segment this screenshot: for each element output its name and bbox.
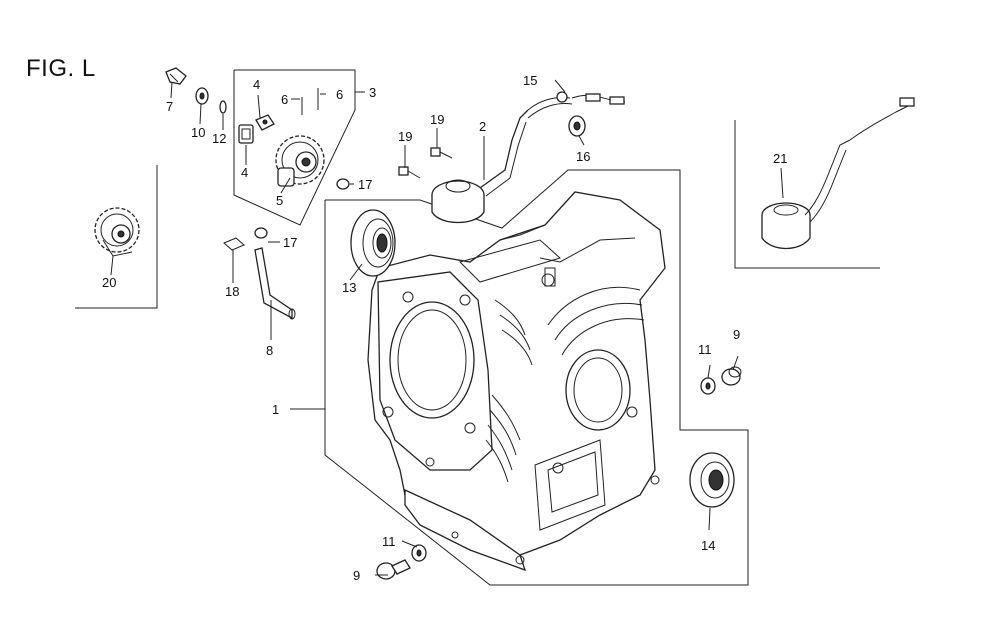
group-outline-oil-pump — [233, 69, 356, 226]
bolt-part-9a[interactable] — [721, 366, 742, 386]
callout-4a: 4 — [253, 77, 260, 92]
callout-17a: 17 — [358, 177, 372, 192]
oil-seal-part[interactable] — [689, 452, 735, 508]
oil-switch-part[interactable] — [431, 109, 529, 224]
washer-part-11b[interactable] — [411, 544, 427, 562]
callout-9b: 9 — [353, 568, 360, 583]
callout-21: 21 — [773, 151, 787, 166]
callout-3: 3 — [369, 85, 376, 100]
callout-1: 1 — [272, 402, 279, 417]
callout-8: 8 — [266, 343, 273, 358]
washer-part-11a[interactable] — [700, 377, 716, 395]
callout-11a: 11 — [698, 342, 712, 357]
callout-6b: 6 — [336, 87, 343, 102]
bolt-part-19a[interactable] — [430, 147, 453, 159]
oil-sensor-part[interactable] — [761, 97, 915, 250]
callout-10: 10 — [191, 125, 205, 140]
callout-20: 20 — [102, 275, 116, 290]
callout-labels: 1 2 3 4 4 5 6 6 7 8 9 9 10 11 11 12 13 1… — [102, 73, 787, 583]
callout-13: 13 — [342, 280, 356, 295]
bearing-part[interactable] — [350, 209, 396, 277]
governor-gear-part[interactable] — [94, 207, 140, 257]
callout-17b: 17 — [283, 235, 297, 250]
oil-pump-gear-part[interactable] — [275, 135, 325, 187]
callout-16: 16 — [576, 149, 590, 164]
washer-part-16[interactable] — [568, 115, 586, 137]
washer-part-17b[interactable] — [254, 227, 268, 239]
callout-4b: 4 — [241, 165, 248, 180]
callout-19b: 19 — [398, 129, 412, 144]
group-outline-sensor — [734, 120, 880, 269]
callout-6a: 6 — [281, 92, 288, 107]
breather-tube-part[interactable] — [254, 247, 296, 320]
leader-lines — [110, 79, 784, 576]
washer-part-10[interactable] — [195, 87, 209, 105]
bolt-part-9b[interactable] — [376, 559, 411, 580]
callout-11b: 11 — [382, 534, 396, 549]
callout-9a: 9 — [733, 327, 740, 342]
crankcase-part[interactable] — [367, 191, 666, 572]
callout-15: 15 — [523, 73, 537, 88]
washer-part-17a[interactable] — [336, 178, 350, 190]
wire-harness-part[interactable] — [527, 91, 626, 119]
clip-part-18[interactable] — [223, 237, 245, 251]
callout-14: 14 — [701, 538, 715, 553]
callout-12: 12 — [212, 131, 226, 146]
callout-7: 7 — [166, 99, 173, 114]
bolt-part-19b[interactable] — [398, 166, 421, 179]
callout-2: 2 — [479, 119, 486, 134]
figure-title: FIG. L — [26, 55, 96, 82]
plug-part-7[interactable] — [165, 67, 187, 85]
rotor-part-4a[interactable] — [255, 114, 275, 131]
callout-5: 5 — [276, 193, 283, 208]
rotor-part-4b[interactable] — [238, 124, 254, 144]
callout-19a: 19 — [430, 112, 444, 127]
o-ring-part-12[interactable] — [219, 100, 227, 114]
group-outline-governor — [75, 165, 158, 309]
callout-18: 18 — [225, 284, 239, 299]
